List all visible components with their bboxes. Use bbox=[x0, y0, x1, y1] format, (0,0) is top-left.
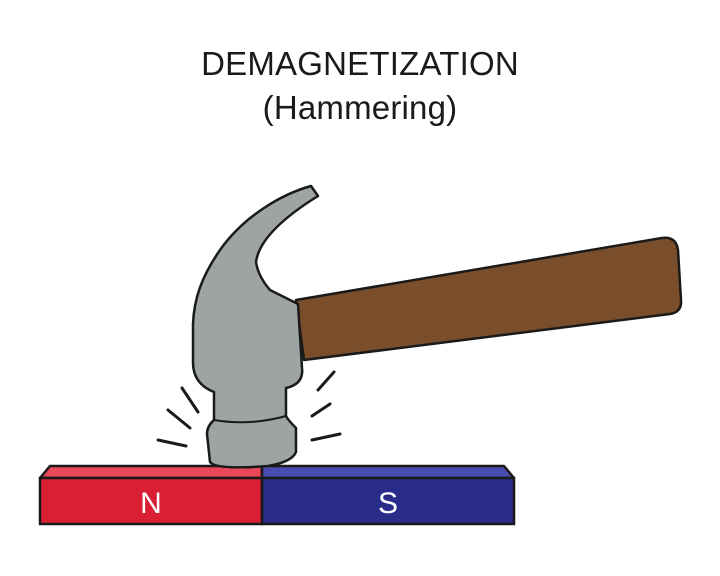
hammer-neck-line bbox=[213, 415, 287, 424]
impact-line bbox=[156, 438, 188, 448]
impact-line bbox=[310, 402, 332, 418]
title-subtitle: (Hammering) bbox=[262, 89, 458, 126]
hammer-handle bbox=[294, 236, 683, 362]
magnet-south-top-face bbox=[260, 464, 516, 480]
south-pole-label: S bbox=[378, 487, 398, 520]
impact-line bbox=[310, 432, 342, 442]
title-block: DEMAGNETIZATION (Hammering) bbox=[0, 42, 720, 130]
impact-lines bbox=[156, 370, 342, 448]
title-main: DEMAGNETIZATION bbox=[201, 45, 519, 82]
bar-magnet: N S bbox=[38, 464, 516, 526]
hammer bbox=[191, 184, 683, 469]
impact-line bbox=[316, 370, 336, 392]
magnet-north-pole bbox=[38, 476, 264, 526]
north-pole-label: N bbox=[140, 487, 162, 520]
impact-line bbox=[166, 408, 192, 430]
hammer-head bbox=[191, 184, 320, 469]
impact-line bbox=[180, 386, 200, 414]
magnet-south-pole bbox=[260, 476, 516, 526]
